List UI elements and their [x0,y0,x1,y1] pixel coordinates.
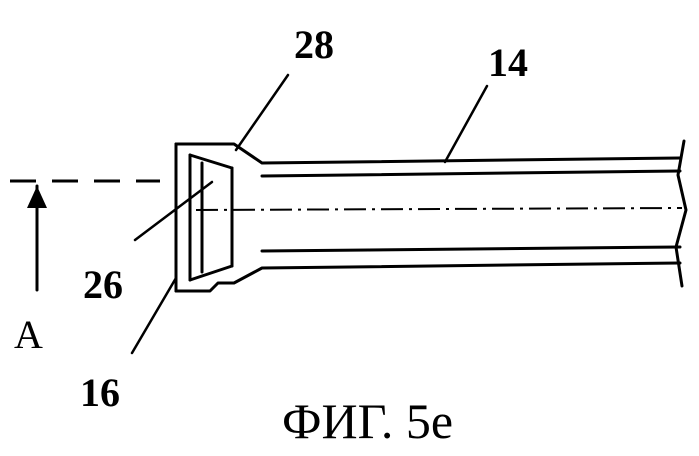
leader-16 [132,278,176,353]
dimension-label-A: A [14,312,43,357]
ref-label-26: 26 [83,262,123,307]
break-line [676,141,686,286]
flange-step-bottom [190,266,232,280]
ref-label-14: 14 [488,40,528,85]
tube-outline-bottom [176,263,680,291]
ref-label-28: 28 [294,22,334,67]
leader-14 [445,86,487,162]
tube-outline-top [176,144,680,163]
flange-step-top [190,155,232,168]
ref-label-16: 16 [80,370,120,415]
tube-inner-top [262,171,680,176]
tube-inner-bottom [262,247,680,251]
centerline [196,208,682,210]
leader-26 [135,182,212,240]
dimension-arrow-head [27,186,47,208]
figure-caption: ФИГ. 5е [282,393,453,449]
leader-28 [236,75,288,150]
